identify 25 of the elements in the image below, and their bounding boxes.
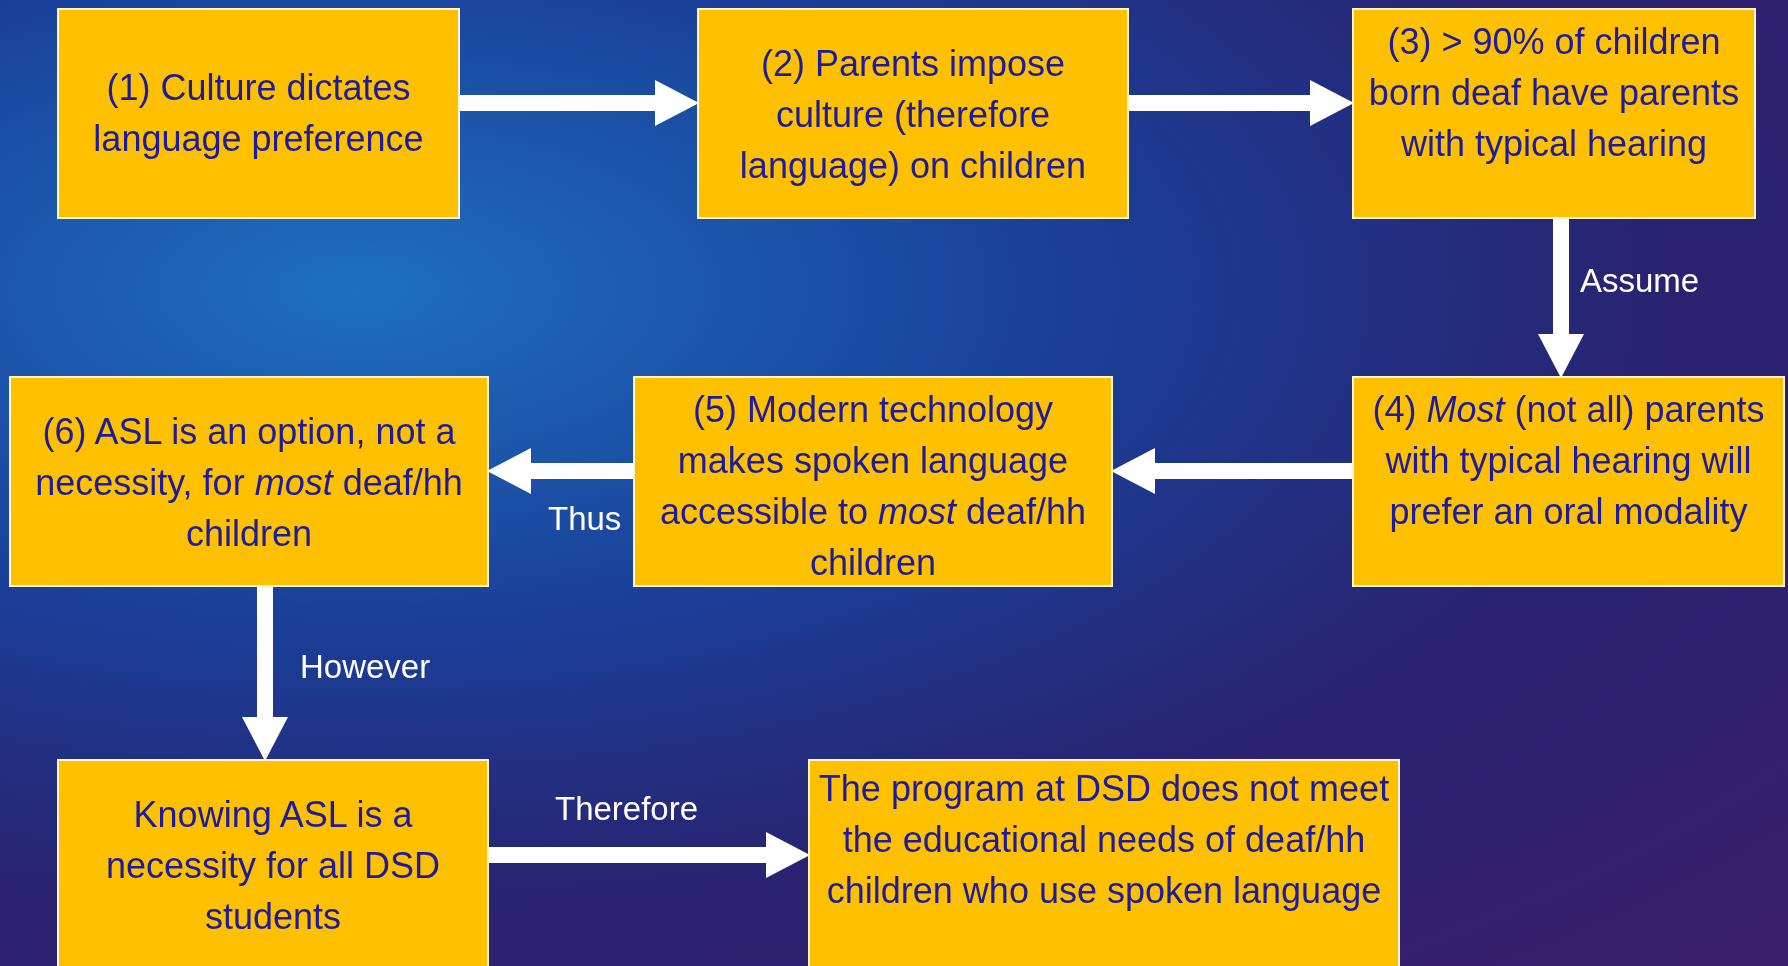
process-box	[633, 376, 1113, 587]
box-text: (1) Culture dictates language preference	[92, 66, 425, 161]
edge-label: Assume	[1580, 262, 1700, 300]
edge-label: However	[300, 648, 431, 686]
edge-label: Therefore	[555, 790, 699, 828]
process-box	[697, 8, 1129, 219]
arrow	[489, 832, 810, 878]
box-text: (3) > 90% of children born deaf have parents with typical hearing	[1367, 20, 1741, 166]
edge-label: Thus	[548, 500, 622, 538]
process-box	[1352, 376, 1785, 587]
arrow	[1129, 80, 1354, 126]
process-box	[57, 759, 489, 966]
box-text: Knowing ASL is a necessity for all DSD students	[104, 793, 442, 939]
box-text: (5) Modern technology makes spoken language accessible to most deaf/hh children	[658, 388, 1088, 585]
process-box	[9, 376, 489, 587]
process-box	[1352, 8, 1756, 219]
box-text: The program at DSD does not meet the educational needs of deaf/hh children who use spoken language	[817, 767, 1391, 913]
arrow	[1538, 219, 1584, 378]
box-text: (6) ASL is an option, not a necessity, for most deaf/hh children	[34, 410, 464, 556]
box-text: (2) Parents impose culture (therefore language) on children	[738, 42, 1088, 188]
box-text: (4) Most (not all) parents with typical hearing will prefer an oral modality	[1371, 388, 1766, 534]
process-box	[808, 759, 1400, 966]
process-box	[57, 8, 460, 219]
arrow	[242, 587, 288, 761]
arrow	[460, 80, 699, 126]
